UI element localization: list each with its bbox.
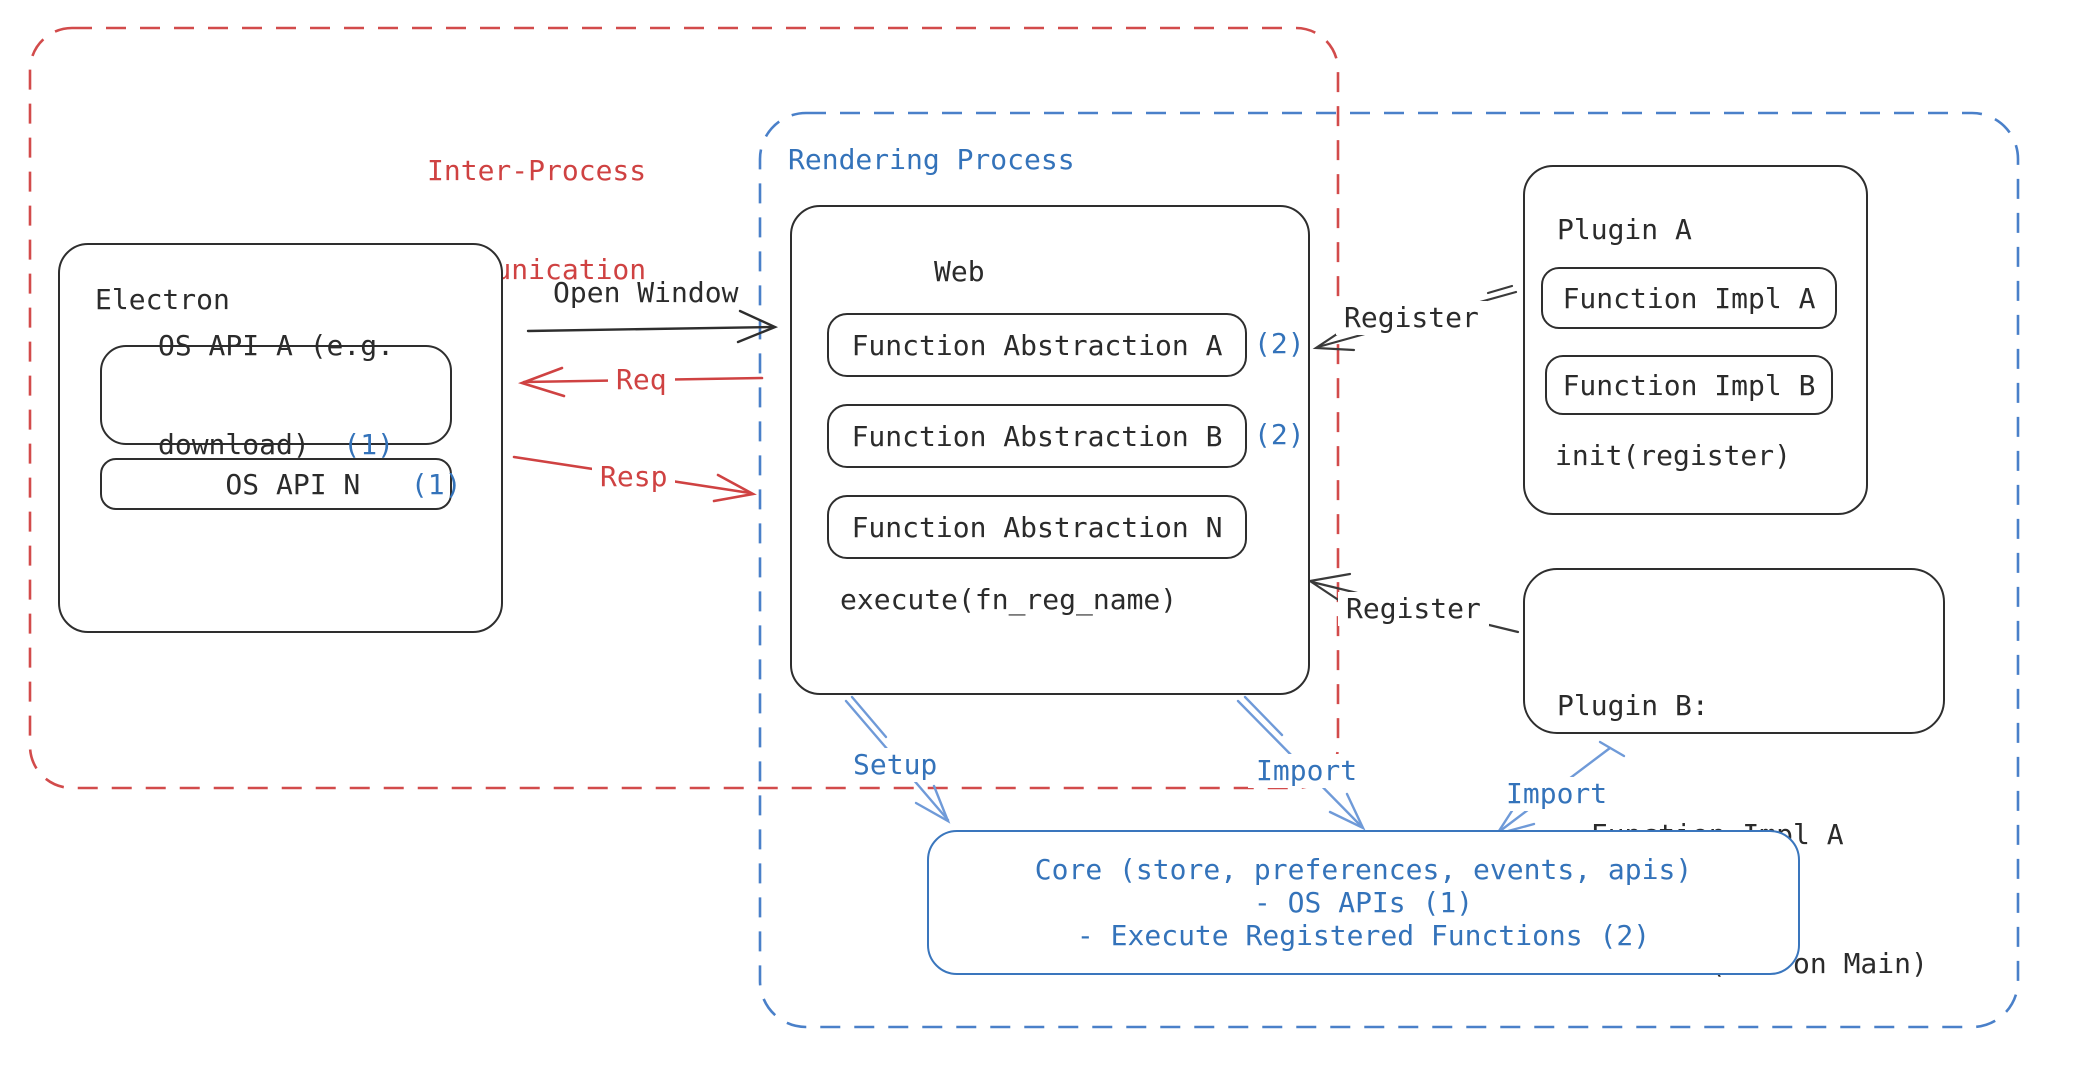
register-a-label: Register — [1336, 301, 1487, 335]
plugin-b-title: Plugin B: — [1557, 689, 1709, 722]
function-abstraction-b-badge: (2) — [1254, 418, 1305, 451]
core-line-3: - Execute Registered Functions (2) — [1076, 919, 1651, 952]
function-impl-a-box: Function Impl A — [1541, 267, 1837, 329]
web-box: Web Function Abstraction A (2) Function … — [790, 205, 1310, 695]
function-abstraction-b-label: Function Abstraction B — [851, 419, 1223, 453]
ipc-boundary-box — [28, 26, 1340, 790]
core-box: Core (store, preferences, events, apis) … — [927, 830, 1800, 975]
init-register-label: init(register) — [1555, 439, 1792, 472]
os-api-a-label: OS API A (e.g. download) (1) — [157, 329, 394, 461]
resp-label: Resp — [592, 460, 676, 494]
import-plugin-b-label: Import — [1498, 777, 1616, 811]
plugin-a-title: Plugin A — [1557, 213, 1692, 246]
os-api-n-label: OS API N (1) — [225, 467, 462, 501]
setup-label: Setup — [845, 748, 946, 782]
function-impl-b-label: Function Impl B — [1562, 368, 1816, 402]
os-api-n-badge: (1) — [410, 467, 462, 501]
rendering-process-boundary-box — [758, 111, 2020, 1029]
register-b-label: Register — [1338, 592, 1489, 626]
function-impl-a-label: Function Impl A — [1562, 281, 1816, 315]
web-title: Web — [934, 255, 985, 288]
electron-title: Electron — [95, 283, 230, 316]
os-api-a-box: OS API A (e.g. download) (1) — [100, 329, 452, 461]
plugin-b-box: Plugin B: - Function Impl A - Module (ru… — [1523, 568, 1945, 980]
function-abstraction-a-box: Function Abstraction A — [827, 313, 1247, 377]
os-api-n-box: OS API N (1) — [100, 458, 461, 510]
execute-function-label: execute(fn_reg_name) — [840, 583, 1178, 616]
electron-box: Electron OS API A (e.g. download) (1) OS… — [58, 243, 503, 633]
function-impl-b-box: Function Impl B — [1545, 355, 1833, 415]
core-line-1: Core (store, preferences, events, apis) — [1034, 853, 1693, 886]
req-label: Req — [608, 363, 675, 397]
function-abstraction-n-label: Function Abstraction N — [851, 510, 1223, 544]
function-abstraction-b-box: Function Abstraction B — [827, 404, 1247, 468]
function-abstraction-a-label: Function Abstraction A — [851, 328, 1223, 362]
rendering-process-label: Rendering Process — [788, 143, 1075, 176]
function-abstraction-a-badge: (2) — [1254, 327, 1305, 360]
open-window-label: Open Window — [553, 276, 739, 309]
os-api-a-badge: (1) — [343, 428, 394, 461]
import-web-label: Import — [1248, 754, 1366, 788]
core-line-2: - OS APIs (1) — [1253, 886, 1474, 919]
open-window-arrow — [526, 309, 779, 344]
plugin-a-box: Plugin A Function Impl A Function Impl B… — [1523, 165, 1868, 515]
function-abstraction-n-box: Function Abstraction N — [827, 495, 1247, 559]
